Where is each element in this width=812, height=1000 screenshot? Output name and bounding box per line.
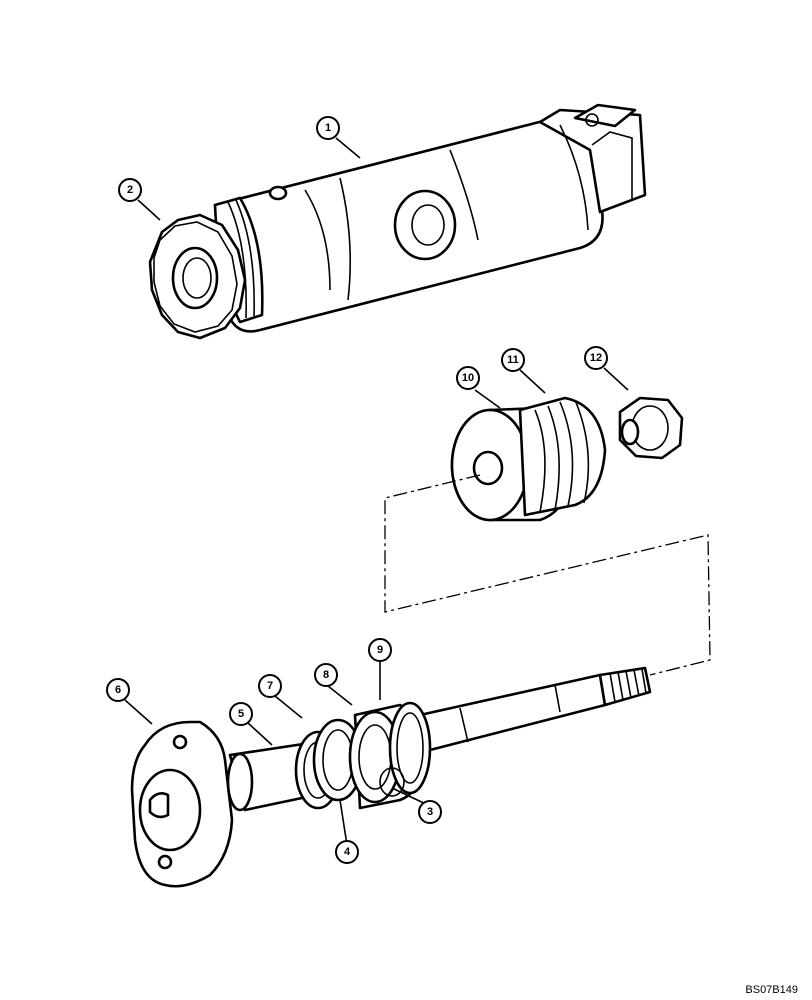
callout-label: 4 bbox=[344, 846, 351, 858]
callout-label: 10 bbox=[462, 372, 474, 384]
callout-label: 6 bbox=[115, 684, 121, 696]
backup-ring bbox=[379, 767, 405, 797]
callout-label: 7 bbox=[267, 680, 273, 692]
o-ring bbox=[388, 701, 432, 795]
callout-2: 2 bbox=[118, 178, 142, 202]
callout-7: 7 bbox=[258, 674, 282, 698]
callout-9: 9 bbox=[368, 638, 392, 662]
callout-3: 3 bbox=[418, 800, 442, 824]
callout-11: 11 bbox=[501, 348, 525, 372]
piston-rod bbox=[228, 666, 652, 812]
callout-label: 5 bbox=[238, 708, 244, 720]
callout-12: 12 bbox=[584, 346, 608, 370]
callout-5: 5 bbox=[229, 702, 253, 726]
lock-nut bbox=[618, 396, 684, 460]
piston-seal bbox=[518, 396, 607, 517]
callout-label: 12 bbox=[590, 352, 602, 364]
callout-label: 8 bbox=[323, 669, 329, 681]
rod-shoulder bbox=[226, 752, 254, 812]
callout-8: 8 bbox=[314, 663, 338, 687]
callout-label: 11 bbox=[507, 354, 519, 366]
callout-label: 3 bbox=[427, 806, 433, 818]
callout-1: 1 bbox=[316, 116, 340, 140]
drawing-code: BS07B149 bbox=[745, 984, 798, 996]
callout-label: 1 bbox=[325, 122, 331, 134]
callout-label: 9 bbox=[377, 644, 383, 656]
assembly-guide-line bbox=[384, 474, 711, 676]
callout-6: 6 bbox=[106, 678, 130, 702]
callout-10: 10 bbox=[456, 366, 480, 390]
callout-4: 4 bbox=[335, 840, 359, 864]
gland-nut bbox=[148, 213, 247, 340]
cylinder-barrel bbox=[213, 103, 647, 333]
callout-label: 2 bbox=[127, 184, 133, 196]
rod-eye bbox=[130, 720, 234, 888]
